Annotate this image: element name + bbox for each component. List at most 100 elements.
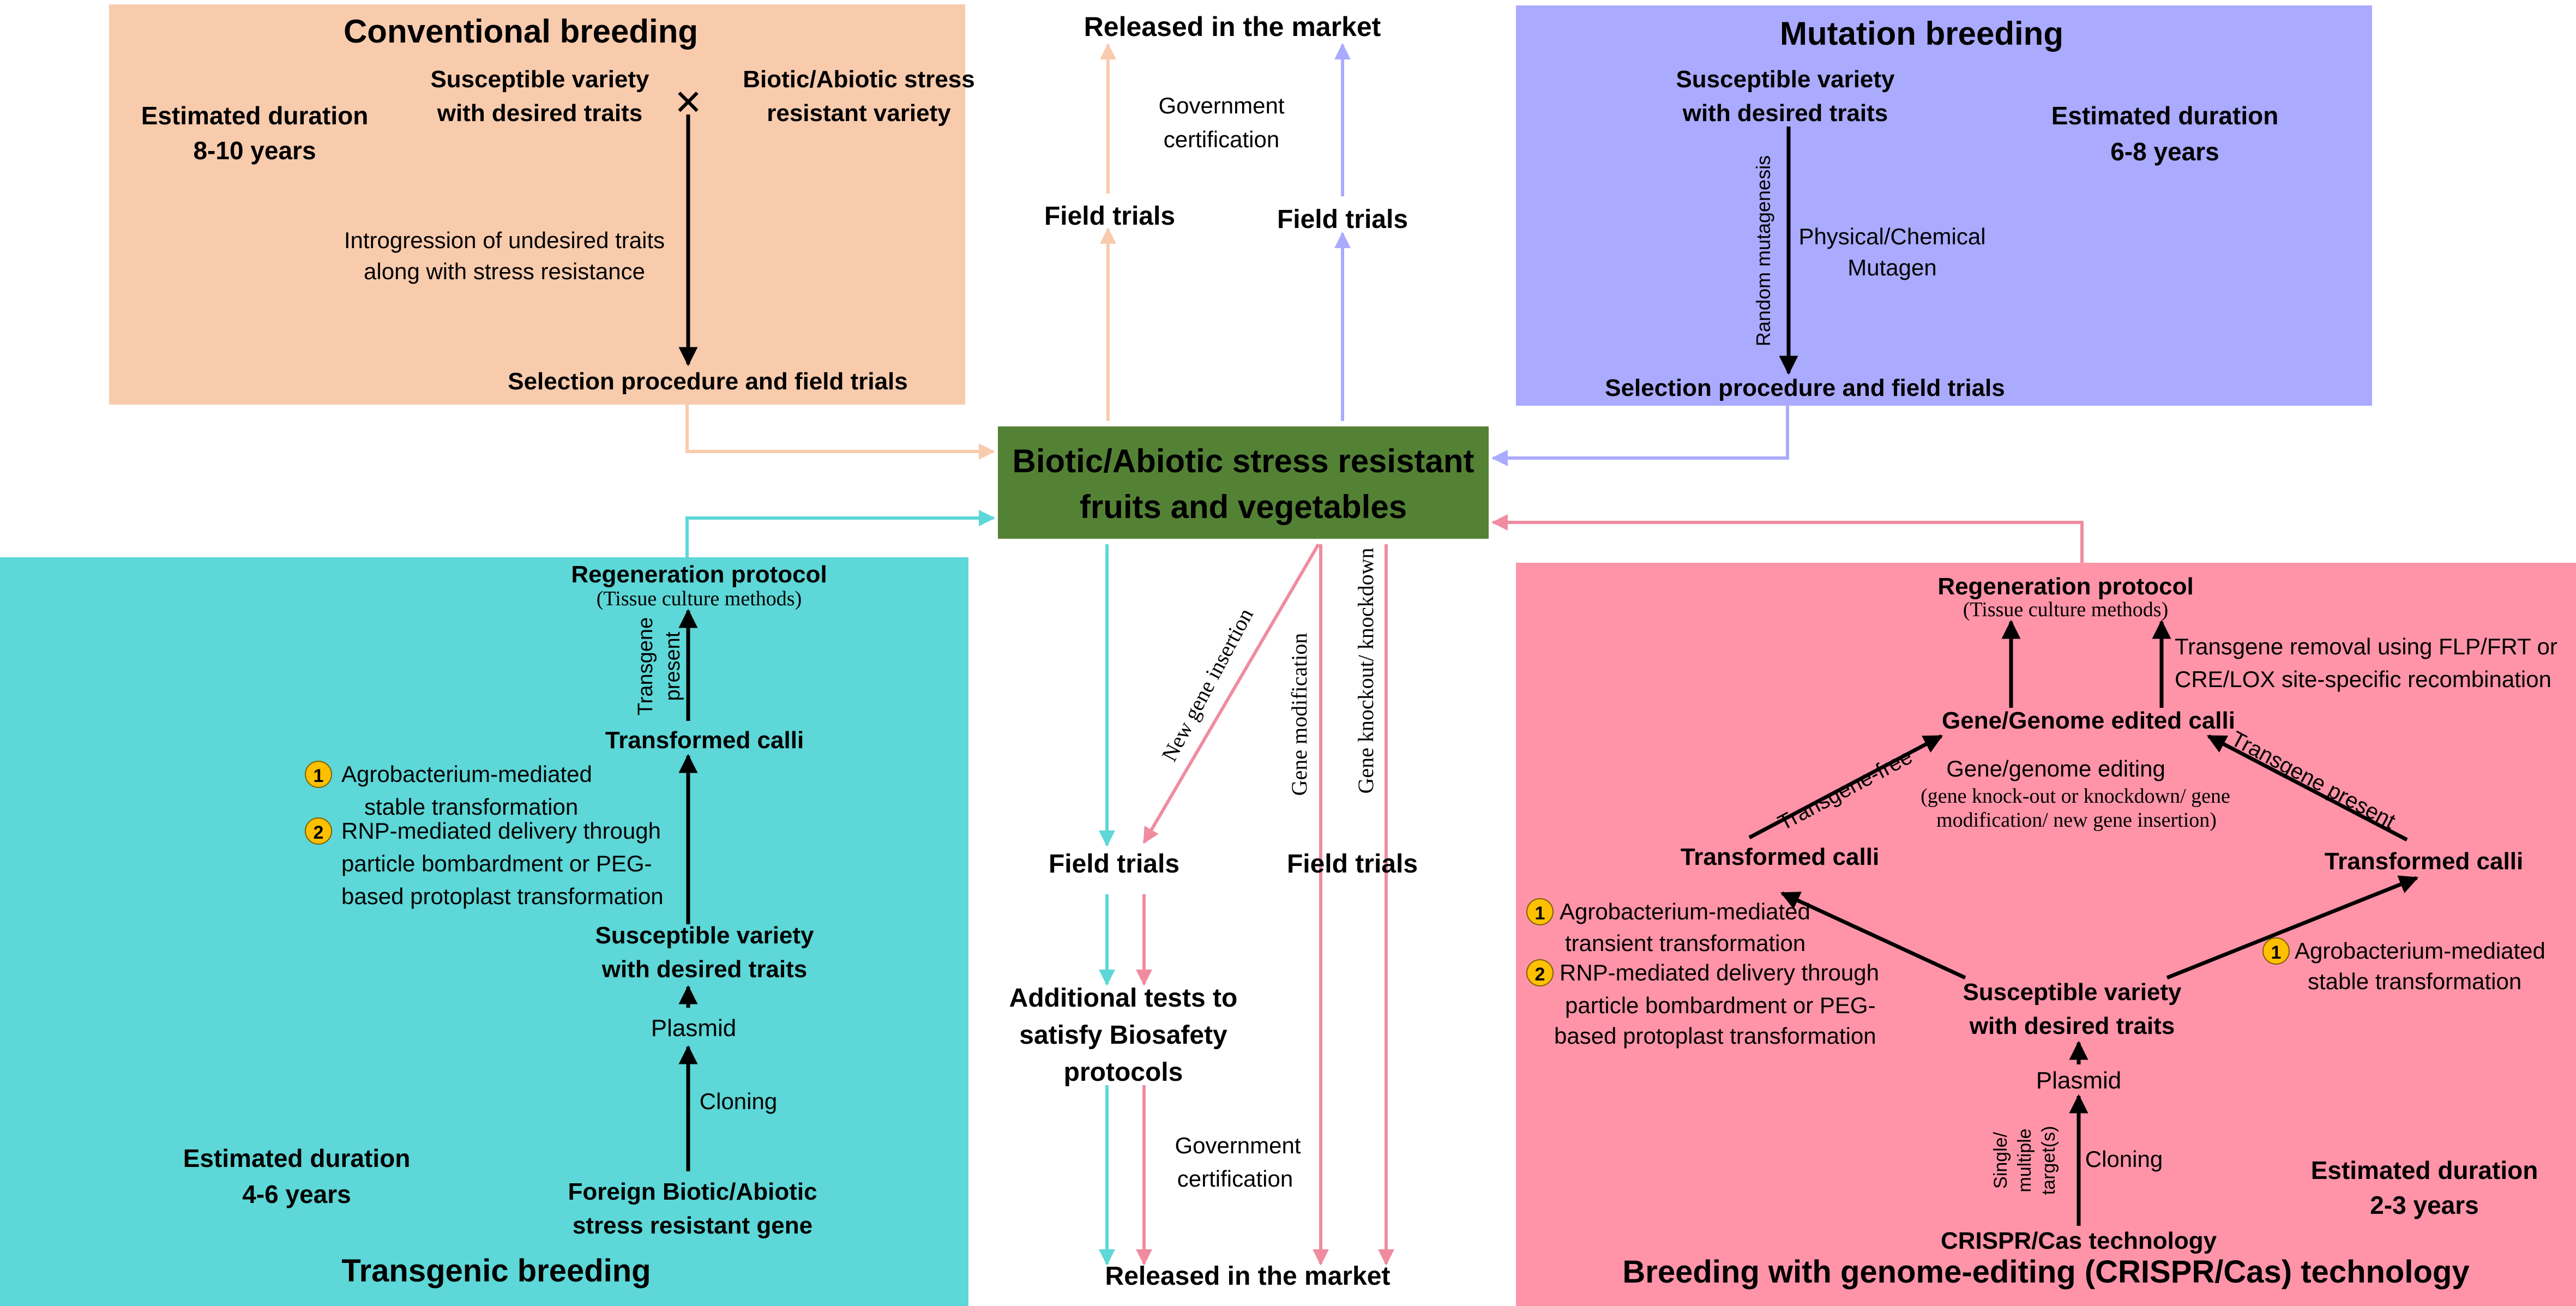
ge-left-badge-2-label: 2 bbox=[1535, 964, 1545, 985]
new-gene-insertion-label: New gene insertion bbox=[1157, 604, 1258, 766]
center-target-box bbox=[998, 426, 1489, 539]
mutation-title: Mutation breeding bbox=[1780, 15, 2063, 52]
conventional-parent2-line-2: resistant variety bbox=[767, 100, 951, 127]
ge-editing-line-1: Gene/genome editing bbox=[1946, 756, 2165, 781]
ge-crispr-technology: CRISPR/Cas technology bbox=[1941, 1227, 2217, 1254]
tg-badge-1-icon bbox=[305, 761, 332, 788]
mutation-panel bbox=[1516, 5, 2372, 406]
ge-edited-calli: Gene/Genome edited calli bbox=[1942, 707, 2235, 734]
new-gene-insertion-arrow bbox=[1142, 543, 1320, 844]
bottom-certification-line-1: Government bbox=[1175, 1133, 1301, 1158]
ge-left-badge-1-label: 1 bbox=[1535, 903, 1545, 924]
tg-method-2-line-1: RNP-mediated delivery through bbox=[341, 818, 661, 844]
biosafety-tests-line-2: satisfy Biosafety bbox=[1019, 1021, 1227, 1050]
ge-left-method-2-line-1: RNP-mediated delivery through bbox=[1560, 960, 1879, 985]
ge-targets-line-1: Single/ bbox=[1990, 1132, 2011, 1189]
mutation-variety-line-2: with desired traits bbox=[1682, 100, 1888, 127]
ge-right-badge-1-label: 1 bbox=[2271, 942, 2282, 963]
tg-transformed-calli: Transformed calli bbox=[605, 727, 804, 754]
conventional-title: Conventional breeding bbox=[344, 13, 698, 50]
ge-targets-line-2: multiple bbox=[2014, 1128, 2035, 1192]
ge-cloning: Cloning bbox=[2085, 1146, 2163, 1172]
ge-left-badge-2-icon bbox=[1526, 959, 1554, 986]
tg-method-1-line-2: stable transformation bbox=[364, 794, 578, 820]
top-certification-line-2: certification bbox=[1164, 127, 1279, 152]
mutagen-line-1: Physical/Chemical bbox=[1798, 224, 1985, 249]
top-field-trials-right: Field trials bbox=[1277, 205, 1408, 234]
conventional-duration-label: Estimated duration bbox=[141, 101, 369, 130]
mutation-variety-line-1: Susceptible variety bbox=[1676, 66, 1895, 93]
center-line-2: fruits and vegetables bbox=[1080, 489, 1407, 525]
connectors-teal bbox=[685, 510, 1115, 1266]
ge-regen-protocol: Regeneration protocol bbox=[1937, 573, 2193, 600]
tg-variety-line-2: with desired traits bbox=[601, 956, 808, 983]
bottom-released-in-market: Released in the market bbox=[1105, 1262, 1391, 1291]
mutation-selection: Selection procedure and field trials bbox=[1605, 375, 2005, 401]
conventional-duration-value: 8-10 years bbox=[193, 136, 316, 165]
conventional-selection: Selection procedure and field trials bbox=[508, 368, 908, 395]
tg-badge-1-label: 1 bbox=[314, 766, 324, 786]
transgenic-to-center-arrow bbox=[685, 510, 995, 557]
tg-method-2-line-2: particle bombardment or PEG- bbox=[341, 851, 652, 876]
top-field-trials-left: Field trials bbox=[1044, 202, 1175, 231]
ge-removal-line-2: CRE/LOX site-specific recombination bbox=[2175, 666, 2551, 692]
conventional-parent1-line-1: Susceptible variety bbox=[430, 66, 649, 93]
ge-right-method-1-line-2: stable transformation bbox=[2308, 968, 2521, 994]
tg-transgene-label-2: present bbox=[661, 631, 684, 701]
center-line-1: Biotic/Abiotic stress resistant bbox=[1013, 443, 1474, 479]
transgenic-panel bbox=[0, 557, 968, 1306]
ge-right-method-1-line-1: Agrobacterium-mediated bbox=[2295, 938, 2545, 964]
tg-gene-line-1: Foreign Biotic/Abiotic bbox=[568, 1178, 817, 1205]
conventional-parent2-line-1: Biotic/Abiotic stress bbox=[743, 66, 974, 93]
tg-cloning: Cloning bbox=[700, 1088, 777, 1114]
tg-duration-label: Estimated duration bbox=[183, 1144, 411, 1172]
ge-left-method-1-line-2: transient transformation bbox=[1565, 930, 1805, 956]
ge-left-badge-1-icon bbox=[1526, 898, 1554, 925]
ge-plasmid: Plasmid bbox=[2036, 1067, 2122, 1094]
tg-variety-line-1: Susceptible variety bbox=[595, 922, 814, 949]
tg-transgene-label-1: Transgene bbox=[634, 617, 657, 715]
top-certification-line-1: Government bbox=[1158, 93, 1284, 118]
ge-calli-left: Transformed calli bbox=[1681, 844, 1879, 870]
ge-variety-line-1: Susceptible variety bbox=[1963, 979, 2182, 1006]
gene-knockout-label: Gene knockout/ knockdown bbox=[1353, 547, 1378, 793]
genome-to-center-arrow bbox=[1491, 514, 2084, 563]
biosafety-tests-line-3: protocols bbox=[1064, 1058, 1183, 1087]
ge-right-badge-1-icon bbox=[2262, 937, 2290, 965]
connectors-peach bbox=[685, 43, 1116, 460]
ge-editing-line-2: (gene knock-out or knockdown/ gene bbox=[1921, 785, 2230, 808]
ge-calli-left-to-edited-arrow bbox=[1748, 734, 1943, 840]
tg-method-1-line-1: Agrobacterium-mediated bbox=[341, 761, 592, 787]
connectors-pink bbox=[1136, 514, 2084, 1266]
ge-editing-line-3: modification/ new gene insertion) bbox=[1936, 809, 2217, 832]
tg-gene-line-2: stress resistant gene bbox=[573, 1212, 812, 1239]
genome-editing-title: Breeding with genome-editing (CRISPR/Cas… bbox=[1622, 1254, 2469, 1290]
mutation-to-center-arrow bbox=[1491, 406, 1789, 466]
cross-icon: ✕ bbox=[673, 83, 703, 122]
ge-targets-line-3: target(s) bbox=[2038, 1126, 2059, 1195]
mutagen-line-2: Mutagen bbox=[1847, 255, 1936, 280]
conventional-to-center-arrow bbox=[685, 405, 995, 460]
connectors-lavender bbox=[1334, 43, 1789, 466]
mutation-duration-value: 6-8 years bbox=[2110, 137, 2219, 166]
ge-left-method-2-line-2: particle bombardment or PEG- bbox=[1565, 992, 1876, 1018]
gene-modification-label: Gene modification bbox=[1287, 633, 1311, 796]
tg-plasmid: Plasmid bbox=[651, 1015, 737, 1042]
tg-regen-protocol: Regeneration protocol bbox=[571, 561, 827, 588]
tg-duration-value: 4-6 years bbox=[242, 1180, 351, 1208]
ge-calli-right-to-edited-arrow bbox=[2206, 734, 2408, 842]
ge-left-method-1-line-1: Agrobacterium-mediated bbox=[1560, 899, 1810, 924]
random-mutagenesis-label: Random mutagenesis bbox=[1752, 155, 1774, 346]
bottom-field-trials-right: Field trials bbox=[1287, 850, 1418, 878]
ge-duration-value: 2-3 years bbox=[2370, 1191, 2479, 1219]
ge-variety-to-calli-right-arrow bbox=[2166, 875, 2419, 980]
ge-variety-to-calli-left-arrow bbox=[1780, 891, 1966, 980]
ge-calli-right: Transformed calli bbox=[2325, 848, 2523, 875]
biosafety-tests-line-1: Additional tests to bbox=[1009, 984, 1238, 1013]
genome-editing-panel bbox=[1516, 563, 2576, 1306]
conventional-note-line-2: along with stress resistance bbox=[364, 258, 645, 284]
tg-regen-subtitle: (Tissue culture methods) bbox=[597, 587, 802, 610]
ge-variety-line-2: with desired traits bbox=[1969, 1013, 2175, 1039]
conventional-note-line-1: Introgression of undesired traits bbox=[344, 227, 665, 253]
